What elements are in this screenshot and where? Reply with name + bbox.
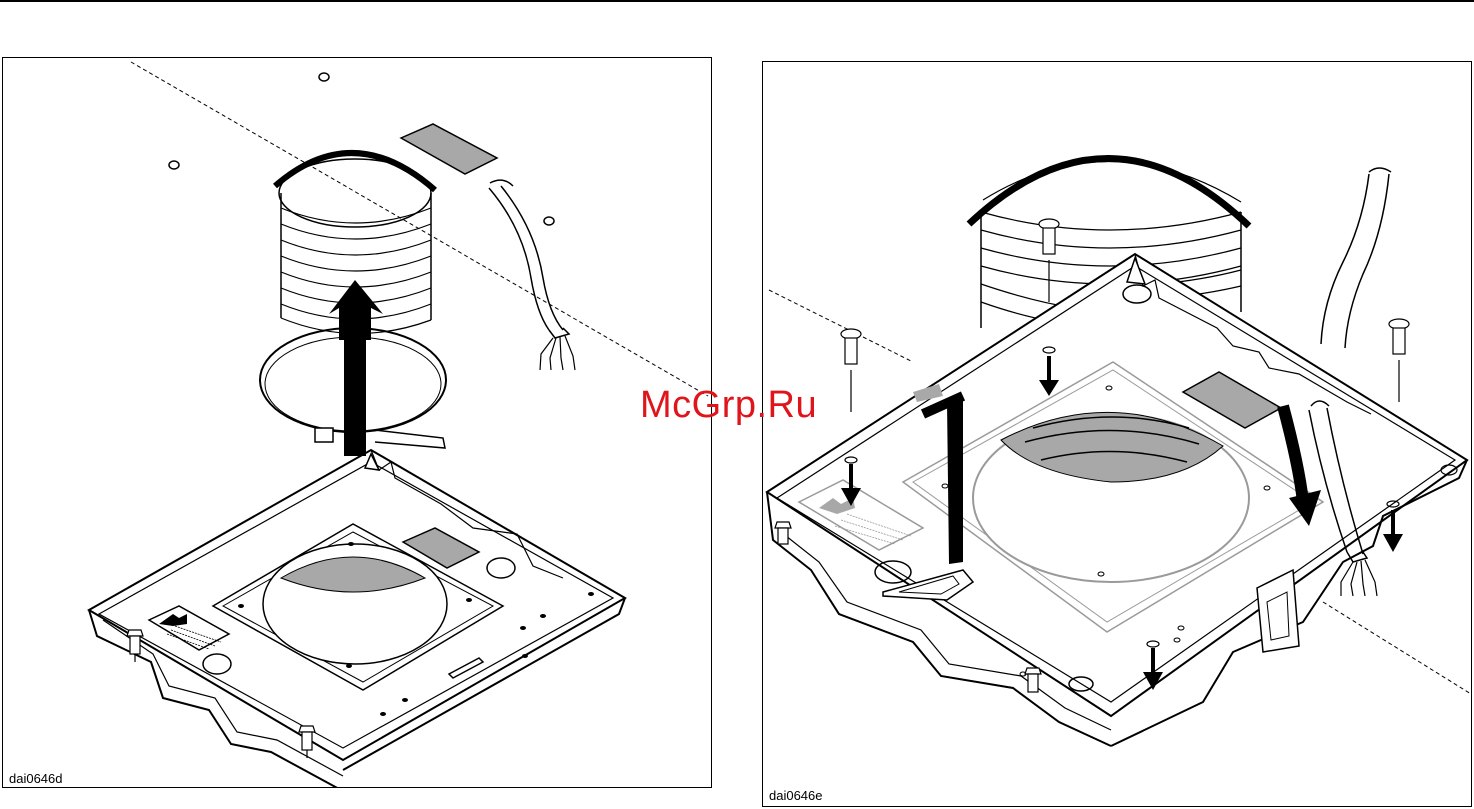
figure-left: dai0646d (2, 57, 712, 788)
figure-code-left: dai0646d (9, 771, 63, 786)
illustration-fan-plate-installation (763, 62, 1472, 807)
figure-code-right: dai0646e (769, 788, 823, 803)
figure-right: dai0646e (762, 61, 1472, 807)
illustration-duct-collar-removal (3, 58, 712, 788)
watermark-text: McGrp.Ru (640, 384, 817, 427)
page-top-rule (0, 0, 1474, 2)
